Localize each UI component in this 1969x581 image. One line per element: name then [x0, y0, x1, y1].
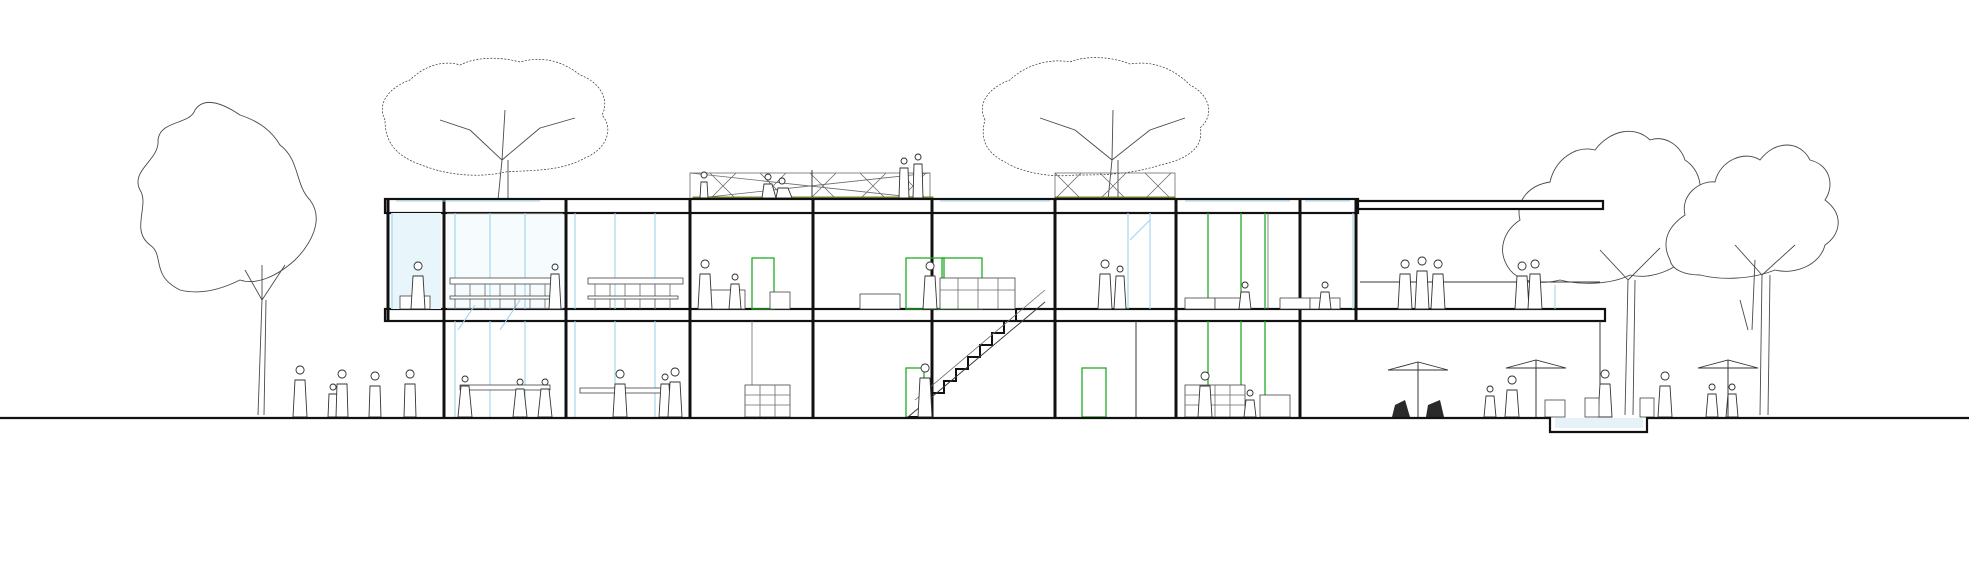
ground-floor-furniture: [459, 384, 1291, 418]
people-figures: [292, 256, 1739, 418]
first-floor-furniture: [399, 277, 1600, 310]
patio-umbrellas: [1387, 359, 1759, 418]
roof-canopy: [1356, 199, 1605, 211]
tree-right-cluster: [1502, 130, 1839, 416]
ground-line: [0, 416, 1969, 434]
tree-crown-large-2: [982, 57, 1210, 201]
tree-left-outline: [137, 101, 317, 416]
glazing: [391, 200, 1556, 417]
roof-people: [699, 153, 924, 199]
first-floor-slab: [383, 307, 1607, 323]
tree-crown-large-1: [382, 57, 608, 201]
